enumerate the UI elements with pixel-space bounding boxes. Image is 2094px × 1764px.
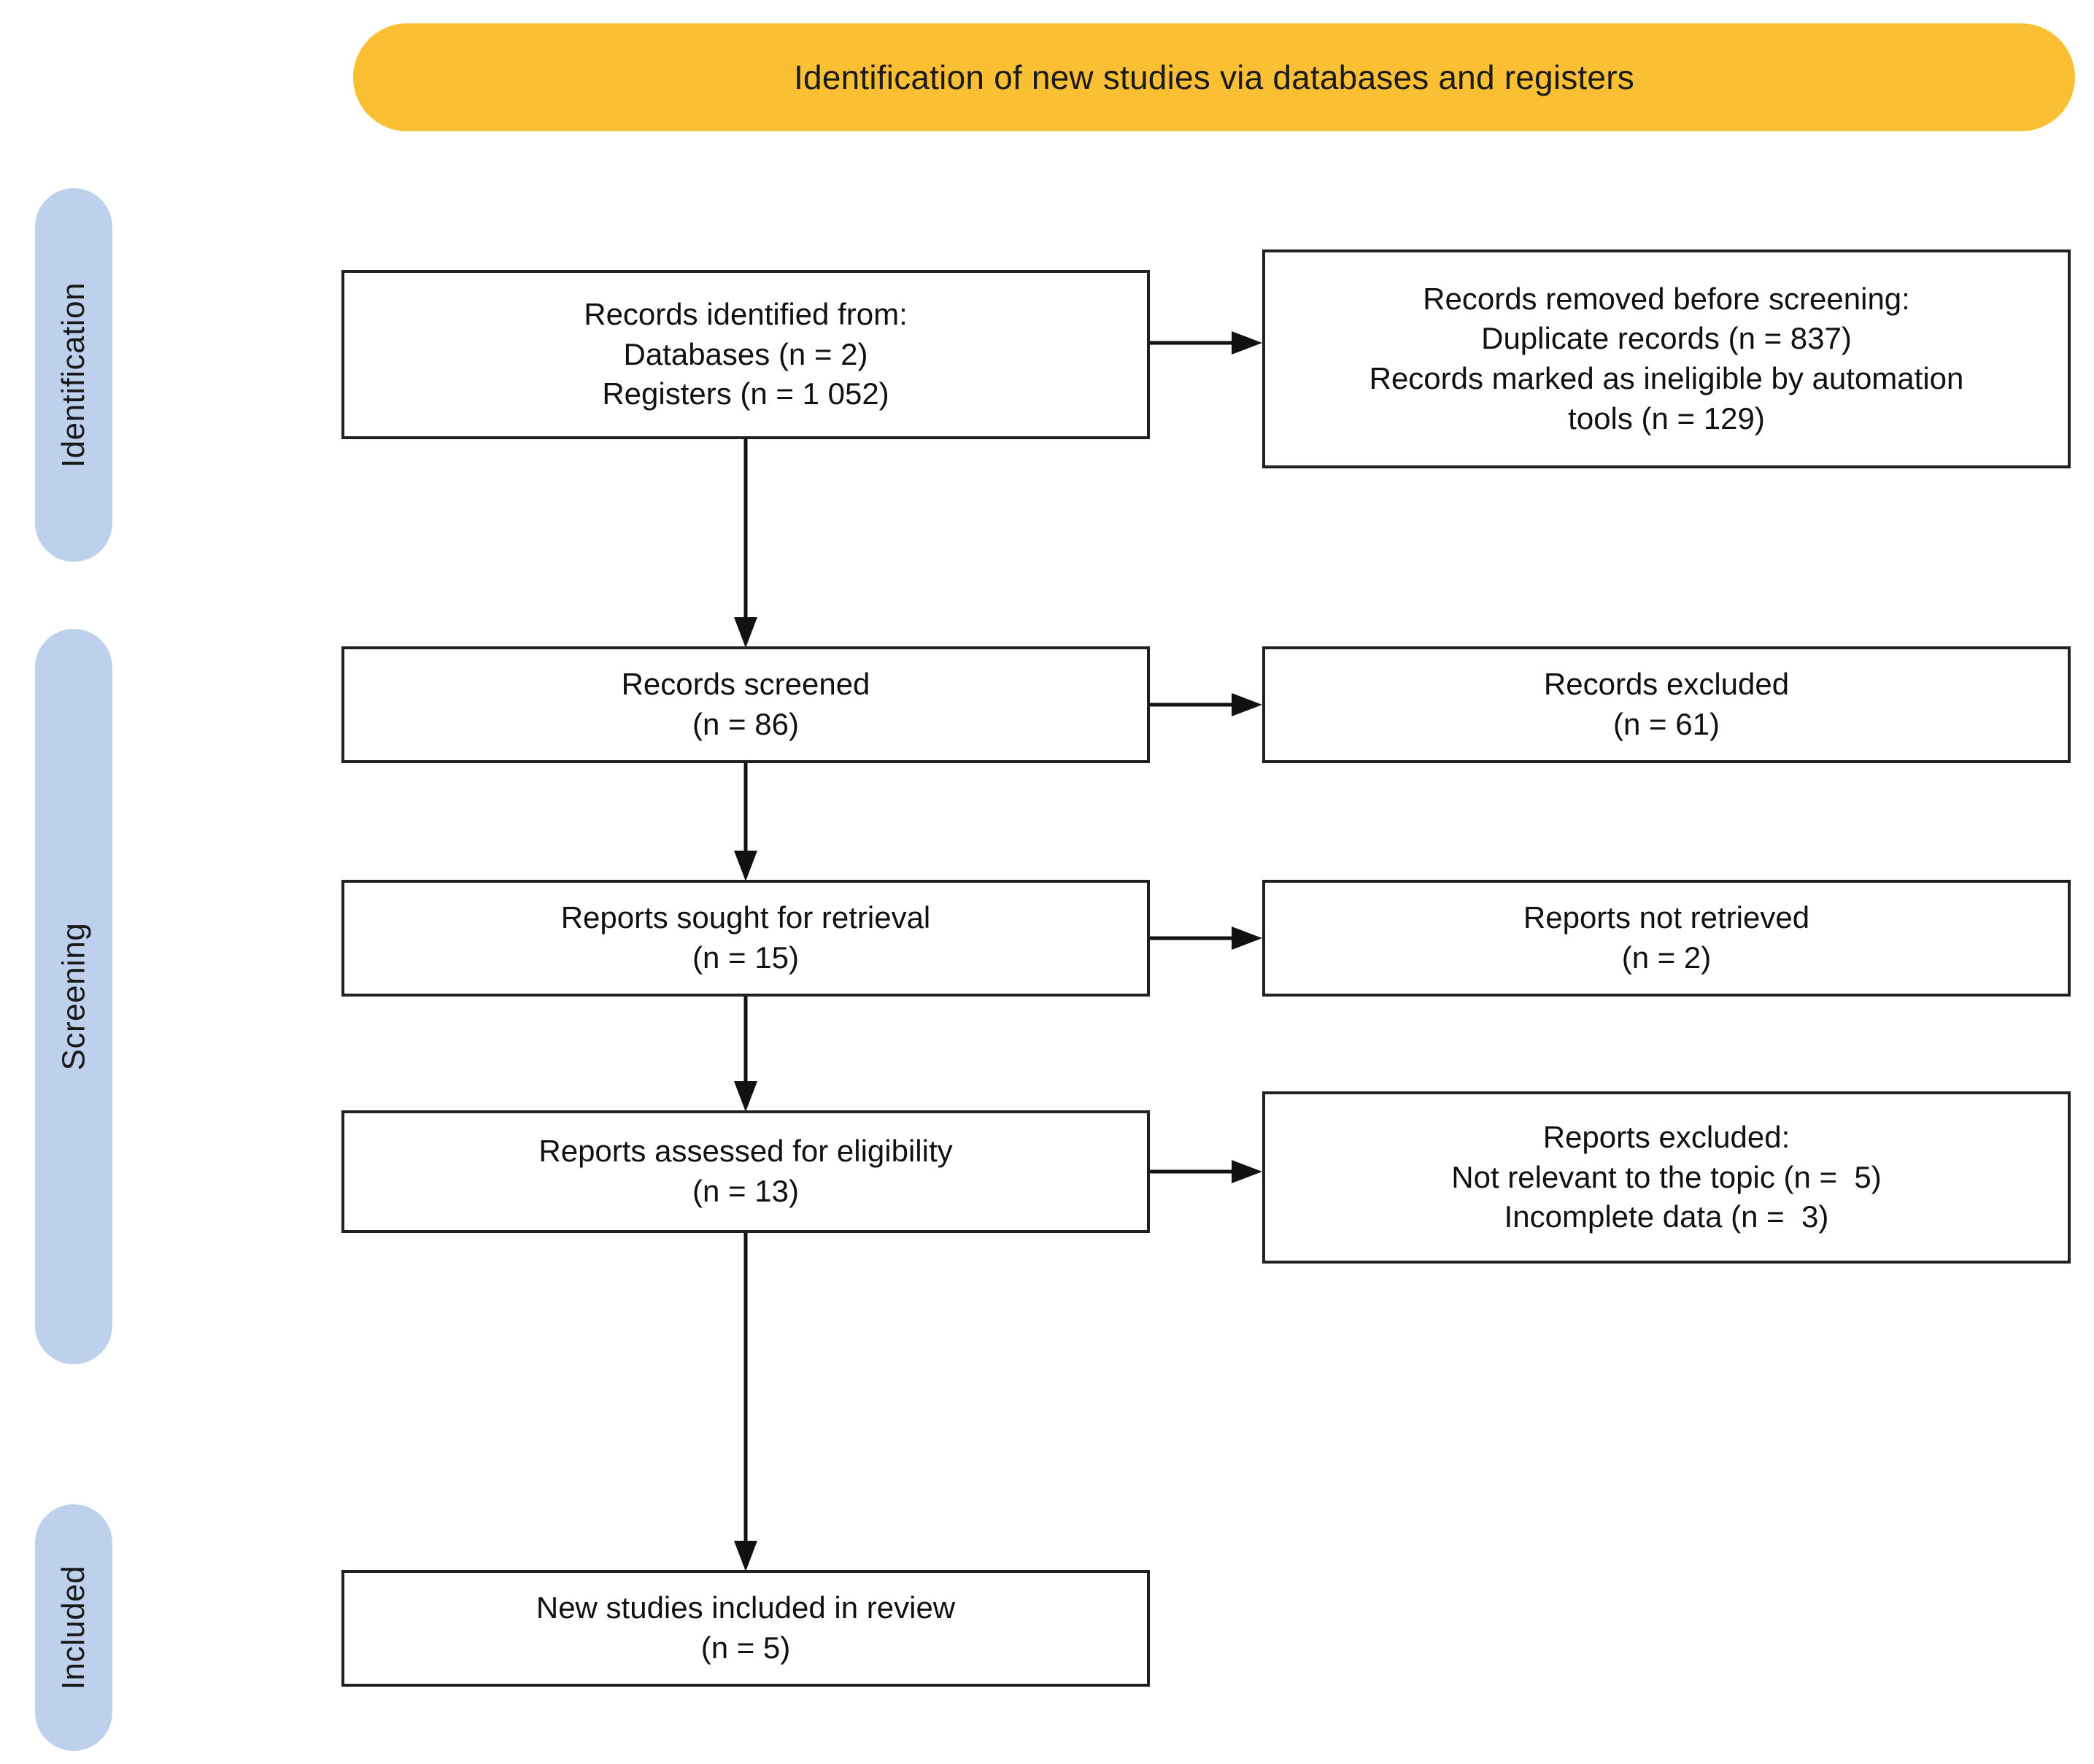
box-line: Records removed before screening: [1423, 281, 1910, 316]
box-line: Reports sought for retrieval [560, 900, 931, 935]
arrow-screened-to-excluded [1150, 690, 1265, 719]
box-line: Reports assessed for eligibility [538, 1134, 953, 1169]
stage-label-screening: Screening [35, 629, 112, 1364]
box-line: (n = 5) [700, 1630, 791, 1665]
arrow-screened-to-sought [731, 762, 760, 883]
box-line: (n = 15) [692, 940, 799, 975]
box-reports-not-retrieved: Reports not retrieved (n = 2) [1262, 880, 2071, 997]
box-line: Incomplete data (n = 3) [1504, 1199, 1829, 1234]
box-line: Reports excluded: [1542, 1120, 1790, 1155]
box-line: tools (n = 129) [1568, 401, 1765, 436]
box-new-studies-included-in-review: New studies included in review (n = 5) [341, 1570, 1150, 1687]
box-line: Databases (n = 2) [623, 336, 868, 371]
box-line: Records screened [621, 667, 870, 702]
arrow-identified-to-screened [731, 438, 760, 649]
box-records-identified: Records identified from: Databases (n = … [341, 270, 1150, 439]
diagram-header-banner: Identification of new studies via databa… [353, 23, 2075, 131]
box-line: Registers (n = 1 052) [602, 376, 889, 411]
page-title: Identification of new studies via databa… [794, 58, 1634, 96]
box-line: Records excluded [1543, 667, 1790, 702]
arrow-identified-to-removed [1150, 328, 1265, 357]
stage-label-identification: Identification [35, 188, 112, 562]
stage-label-included-text: Included [55, 1565, 92, 1690]
box-line: (n = 86) [692, 707, 799, 741]
box-line: Records identified from: [584, 297, 908, 332]
stage-label-screening-text: Screening [55, 922, 92, 1071]
box-reports-assessed-for-eligibility: Reports assessed for eligibility (n = 13… [341, 1110, 1150, 1233]
box-line: Records marked as ineligible by automati… [1369, 361, 1964, 395]
box-line: New studies included in review [536, 1590, 956, 1625]
box-records-removed-before-screening: Records removed before screening: Duplic… [1262, 249, 2071, 468]
arrow-sought-to-not-retrieved [1150, 924, 1265, 953]
box-line: (n = 61) [1613, 707, 1720, 741]
box-line: Reports not retrieved [1523, 900, 1810, 935]
box-line: (n = 13) [692, 1174, 799, 1208]
stage-label-identification-text: Identification [55, 282, 91, 468]
box-reports-excluded: Reports excluded: Not relevant to the to… [1262, 1091, 2071, 1264]
box-line: (n = 2) [1621, 940, 1712, 975]
box-reports-sought-for-retrieval: Reports sought for retrieval (n = 15) [341, 880, 1150, 997]
arrow-assessed-to-excluded [1150, 1157, 1265, 1186]
arrow-assessed-to-included [731, 1231, 760, 1574]
arrow-sought-to-assessed [731, 995, 760, 1113]
box-line: Duplicate records (n = 837) [1481, 321, 1852, 356]
stage-label-included: Included [35, 1504, 112, 1751]
box-line: Not relevant to the topic (n = 5) [1451, 1159, 1882, 1194]
box-records-screened: Records screened (n = 86) [341, 646, 1150, 763]
box-records-excluded: Records excluded (n = 61) [1262, 646, 2071, 763]
